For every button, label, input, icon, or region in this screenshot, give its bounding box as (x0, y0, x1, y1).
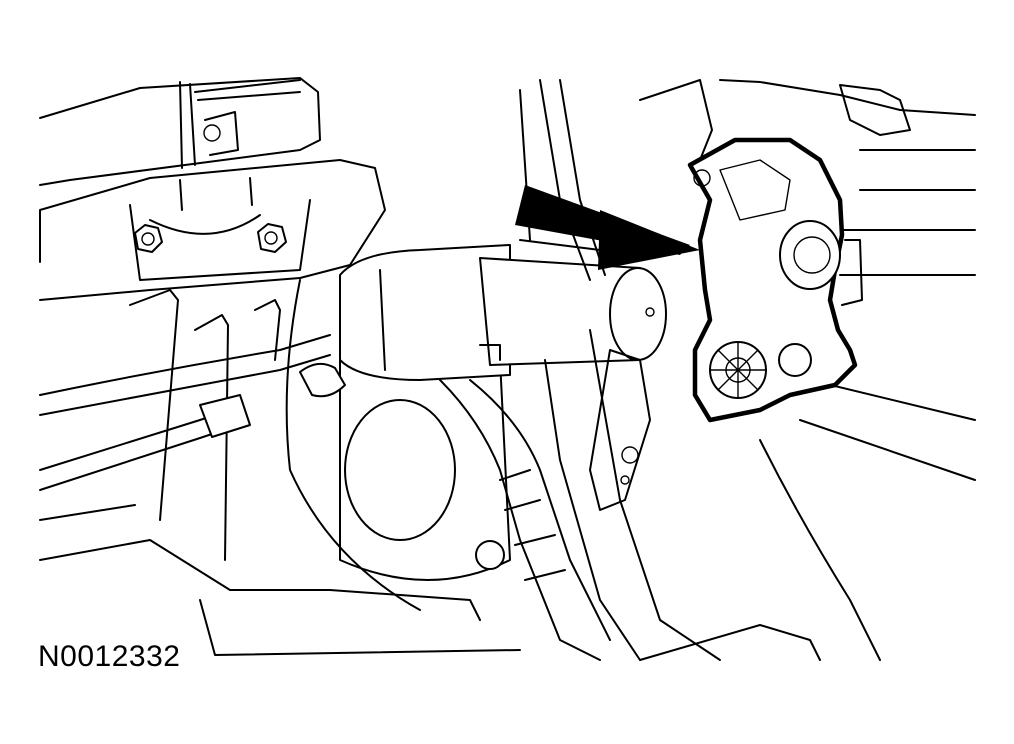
figure-id-label: N0012332 (38, 640, 181, 673)
wire-harness (39, 289, 331, 561)
pedal-position-switch (687, 137, 863, 423)
upper-bracket (39, 77, 321, 186)
support-bracket (589, 349, 651, 511)
lower-panel (39, 279, 521, 656)
pivot-shaft (299, 244, 667, 398)
callout-arrow (515, 185, 700, 270)
bolt-right (257, 223, 287, 253)
bolt-left (134, 224, 163, 253)
right-structure (519, 79, 976, 661)
pedal-arm (439, 329, 721, 661)
mounting-plate (39, 159, 386, 301)
